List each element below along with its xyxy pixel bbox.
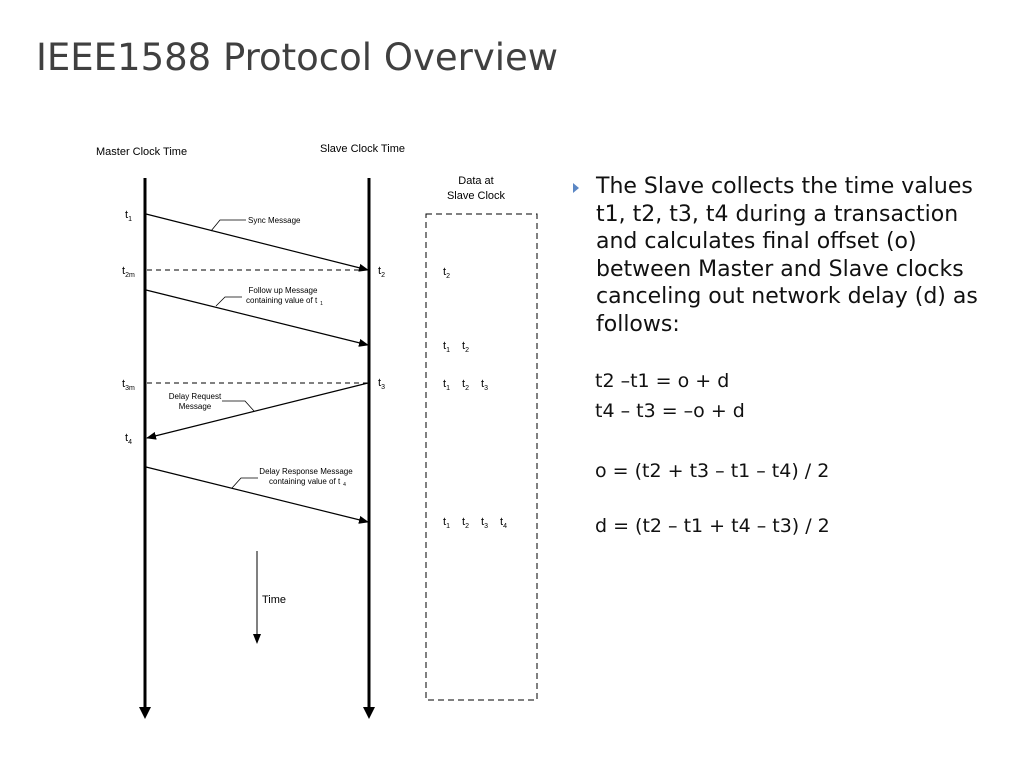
- equation-offset-result: o = (t2 + t3 – t1 – t4) / 2: [595, 460, 830, 482]
- delay-response-leader: [231, 477, 258, 489]
- slave-mark-t3: t3: [378, 377, 385, 391]
- equation-offset-plus-delay: t2 –t1 = o + d: [595, 370, 730, 392]
- master-clock-label: Master Clock Time: [96, 146, 187, 158]
- equation-delay-result: d = (t2 – t1 + t4 – t3) / 2: [595, 515, 830, 537]
- triangle-bullet-icon: [573, 183, 579, 193]
- slave-data-rows: t2 t1 t2 t1 t2 t3 t1 t2 t3 t4: [443, 266, 507, 530]
- followup-message-arrow: [145, 289, 369, 347]
- slave-mark-t2: t2: [378, 265, 385, 279]
- master-mark-t2m: t2m: [122, 265, 135, 279]
- slave-data-value: t3: [481, 516, 488, 530]
- slave-data-box: [425, 213, 538, 701]
- slave-data-value: t2: [443, 266, 450, 280]
- equation-negative-offset-plus-delay: t4 – t3 = –o + d: [595, 400, 745, 422]
- delay-request-arrow: [146, 382, 369, 440]
- delay-response-label-line1: Delay Response Message: [259, 467, 353, 476]
- sync-message-label: Sync Message: [248, 216, 301, 225]
- sync-message-arrow: [145, 213, 369, 272]
- slave-clock-data-label: Slave Clock: [447, 190, 506, 202]
- slave-clock-label: Slave Clock Time: [320, 143, 405, 155]
- slave-data-value: t2: [462, 516, 469, 530]
- master-mark-t1: t1: [125, 209, 132, 223]
- master-mark-t3m: t3m: [122, 378, 135, 392]
- delay-response-arrow: [145, 466, 369, 524]
- master-mark-t4: t4: [125, 432, 132, 446]
- slave-data-value: t2: [462, 378, 469, 392]
- slave-data-value: t1: [443, 340, 450, 354]
- slide-title: IEEE1588 Protocol Overview: [36, 36, 559, 79]
- slave-data-value: t1: [443, 516, 450, 530]
- slave-data-value: t3: [481, 378, 488, 392]
- delay-request-label-line1: Delay Request: [169, 392, 222, 401]
- slave-data-value: t2: [462, 340, 469, 354]
- delay-request-leader: [222, 400, 255, 412]
- sync-label-leader: [210, 219, 246, 232]
- master-timeline-arrowhead: [139, 707, 151, 719]
- slave-data-value: t1: [443, 378, 450, 392]
- ptp-timing-diagram: Master Clock Time Slave Clock Time Data …: [96, 143, 538, 719]
- data-at-label: Data at: [458, 175, 493, 187]
- followup-label-leader: [215, 296, 242, 307]
- slave-data-value: t4: [500, 516, 507, 530]
- followup-label-line1: Follow up Message: [249, 286, 318, 295]
- time-label: Time: [262, 594, 286, 606]
- slave-timeline-arrowhead: [363, 707, 375, 719]
- delay-request-label-line2: Message: [179, 402, 212, 411]
- explanation-bullet: The Slave collects the time values t1, t…: [570, 173, 1000, 339]
- bullet-text: The Slave collects the time values t1, t…: [596, 174, 978, 337]
